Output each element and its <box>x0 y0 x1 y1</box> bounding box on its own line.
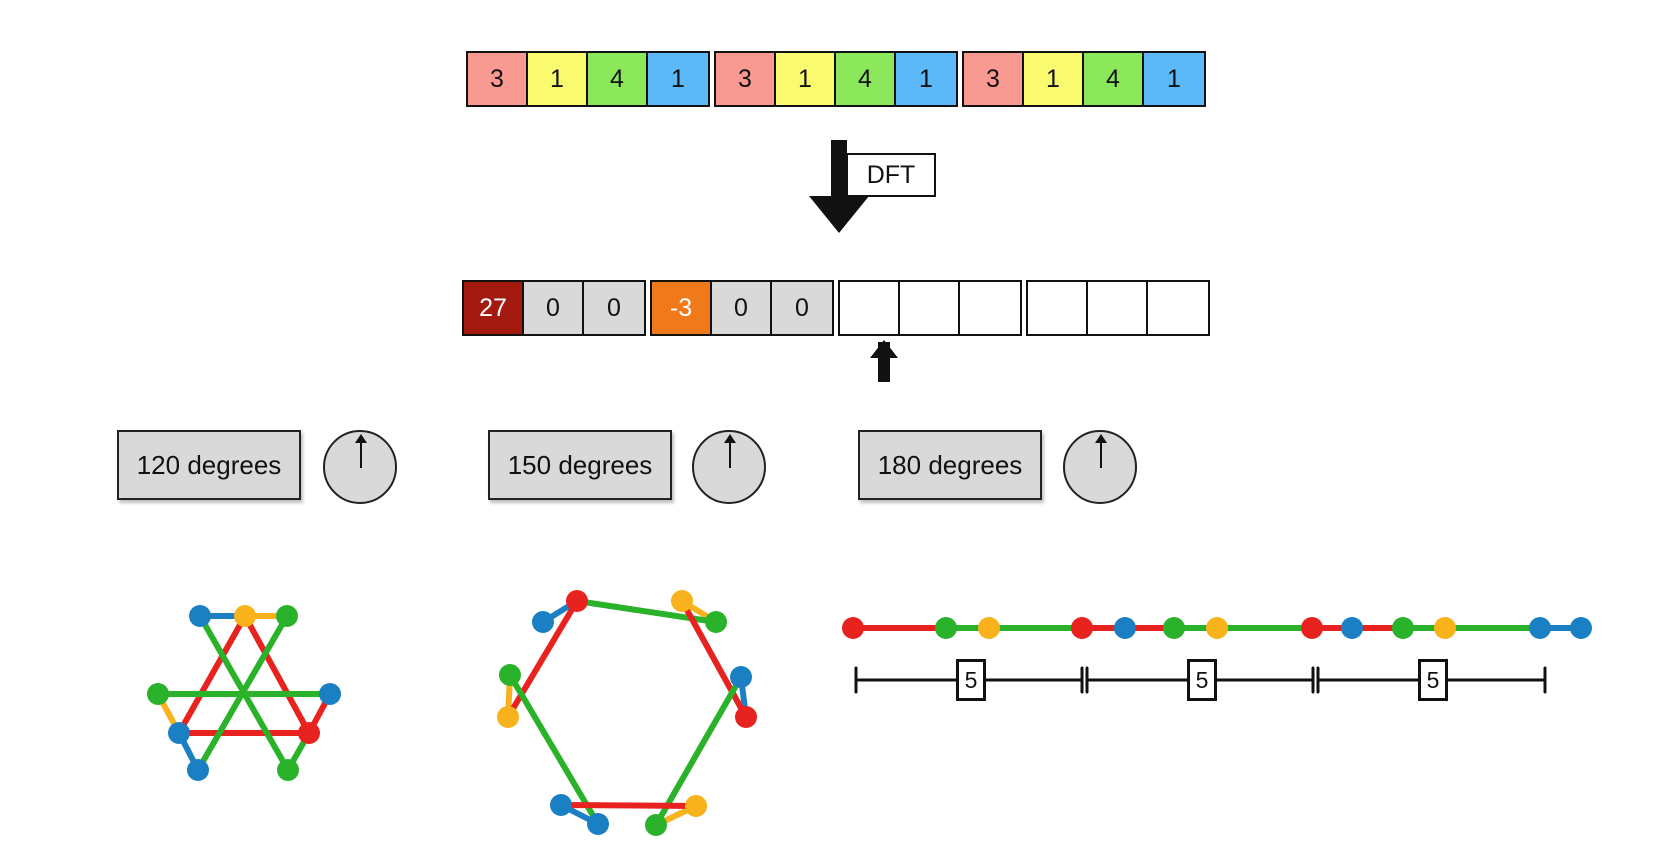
segment-label-3: 5 <box>1418 659 1448 701</box>
dft-label: DFT <box>846 153 936 197</box>
graph-node <box>705 611 727 633</box>
graph-node <box>730 666 752 688</box>
dft-arrow-head <box>809 196 869 233</box>
graph-node <box>645 814 667 836</box>
graph-node <box>566 590 588 612</box>
graph-node <box>978 617 1000 639</box>
graph-node <box>685 795 707 817</box>
graph-edge <box>505 598 580 720</box>
output-cell <box>1028 282 1088 334</box>
graph-node <box>550 794 572 816</box>
pointer-arrow-head <box>870 340 898 358</box>
graph-edge <box>653 674 744 828</box>
dial-150-icon <box>692 430 766 504</box>
graph-node <box>1206 617 1228 639</box>
input-cell: 3 <box>716 53 776 105</box>
output-cell: 0 <box>524 282 584 334</box>
graph-node <box>1341 617 1363 639</box>
graph-node <box>189 605 211 627</box>
graph-node <box>842 617 864 639</box>
graph-edge <box>558 802 699 809</box>
graph-node <box>499 664 521 686</box>
graph-node <box>1570 617 1592 639</box>
dial-180-icon <box>1063 430 1137 504</box>
graph-node <box>935 617 957 639</box>
graph-node <box>319 683 341 705</box>
output-cell: 0 <box>584 282 644 334</box>
graph-node <box>1071 617 1093 639</box>
output-cell: -3 <box>652 282 712 334</box>
output-cell <box>960 282 1020 334</box>
input-cell: 4 <box>1084 53 1144 105</box>
graph-node <box>497 706 519 728</box>
graph-node <box>1529 617 1551 639</box>
output-cell: 0 <box>712 282 772 334</box>
graph-node <box>1392 617 1414 639</box>
graph-node <box>168 722 190 744</box>
graph-node <box>1434 617 1456 639</box>
output-cell <box>1148 282 1208 334</box>
input-cell: 1 <box>528 53 588 105</box>
output-cell: 27 <box>464 282 524 334</box>
input-cell: 1 <box>776 53 836 105</box>
graph-node <box>276 605 298 627</box>
graph-node <box>671 590 693 612</box>
angle-label-120: 120 degrees <box>117 430 301 500</box>
input-cell: 1 <box>1024 53 1084 105</box>
input-cell: 4 <box>836 53 896 105</box>
segment-label-1: 5 <box>956 659 986 701</box>
input-cell: 1 <box>1144 53 1204 105</box>
output-cell <box>1088 282 1148 334</box>
graph-node <box>532 611 554 633</box>
dial-120-icon <box>323 430 397 504</box>
input-cell: 1 <box>648 53 708 105</box>
angle-label-180: 180 degrees <box>858 430 1042 500</box>
graph-node <box>298 722 320 744</box>
graph-edge <box>507 672 601 827</box>
graph-node <box>187 759 209 781</box>
segment-label-2: 5 <box>1187 659 1217 701</box>
graph-edge <box>176 613 248 736</box>
graph-node <box>735 706 757 728</box>
graph-node <box>147 683 169 705</box>
input-cell: 1 <box>896 53 956 105</box>
graph-node <box>1301 617 1323 639</box>
input-cell: 4 <box>588 53 648 105</box>
output-cell: 0 <box>772 282 832 334</box>
graph-node <box>277 759 299 781</box>
output-group-3 <box>838 280 1022 336</box>
graph-node <box>1163 617 1185 639</box>
input-cell: 3 <box>468 53 528 105</box>
output-group-4 <box>1026 280 1210 336</box>
graph-node <box>234 605 256 627</box>
graph-node <box>587 813 609 835</box>
dft-arrow-shaft <box>831 140 847 198</box>
graph-edge <box>242 613 312 736</box>
graph-node <box>1114 617 1136 639</box>
output-cell <box>900 282 960 334</box>
input-cell: 3 <box>964 53 1024 105</box>
output-cell <box>840 282 900 334</box>
angle-label-150: 150 degrees <box>488 430 672 500</box>
graph-edge <box>679 598 749 720</box>
